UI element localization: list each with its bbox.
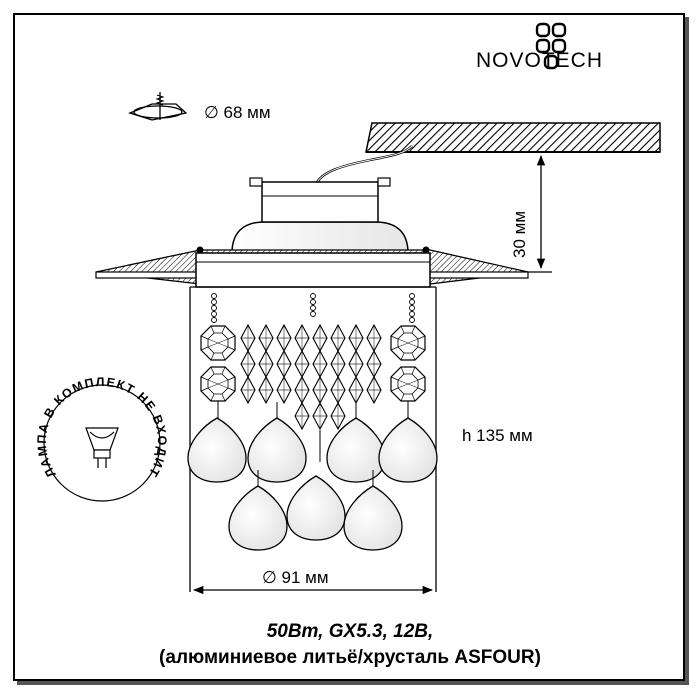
ceiling-slab (365, 122, 661, 153)
mounting-ring (95, 246, 529, 288)
brand-logo-icon (535, 22, 567, 70)
halogen-lamp-icon (85, 427, 119, 468)
crystal-frame (189, 286, 437, 592)
ceiling-gap-label: 30 мм (510, 211, 529, 258)
chain-left (211, 293, 217, 323)
material-spec: (алюминиевое литьё/хрусталь ASFOUR) (159, 647, 541, 668)
diameter-label: ∅ 91 мм (262, 568, 329, 587)
crystal-chains (211, 293, 415, 323)
brand-name: NOVOTECH (476, 49, 604, 72)
diamond-crystal-strands (240, 324, 382, 430)
recessed-cutout-icon (128, 92, 188, 121)
chain-right (409, 293, 415, 323)
lamp-housing (231, 177, 409, 254)
notice-badge: ЛАМПА В КОМПЛЕКТ НЕ ВХОДИТ (35, 375, 168, 502)
page-frame (13, 13, 685, 681)
cutout-diameter-label: ∅ 68 мм (204, 103, 271, 122)
chain-center (310, 293, 316, 317)
electrical-spec: 50Вт, GX5.3, 12В, (266, 621, 434, 642)
height-label: h 135 мм (462, 426, 533, 445)
teardrop-pendants (187, 401, 438, 551)
